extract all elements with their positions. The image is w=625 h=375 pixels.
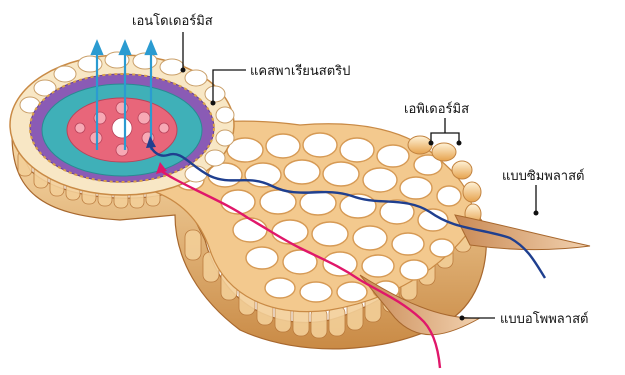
leader-endodermis-dot xyxy=(181,68,186,73)
leader-symplast-dot xyxy=(534,211,539,216)
label-epidermis: เอพิเดอร์มิส xyxy=(404,101,469,117)
label-endodermis: เอนโดเดอร์มิส xyxy=(132,13,213,29)
label-apoplast: แบบอโพพลาสต์ xyxy=(500,311,588,327)
water-arrowhead-1 xyxy=(92,42,102,54)
water-arrowhead-3 xyxy=(146,42,156,54)
leader-epidermis-dot-2 xyxy=(457,141,462,146)
label-symplast: แบบซิมพลาสต์ xyxy=(502,168,585,184)
label-casparian-strip: แคสพาเรียนสตริป xyxy=(250,63,350,79)
leader-casparian-dot xyxy=(211,101,216,106)
root-hair-right xyxy=(455,215,590,250)
leader-epidermis-dot-1 xyxy=(429,141,434,146)
water-arrowhead-2 xyxy=(120,42,130,54)
leader-apoplast-dot xyxy=(460,316,465,321)
stele-disc xyxy=(10,52,234,195)
leader-epidermis xyxy=(431,133,459,143)
